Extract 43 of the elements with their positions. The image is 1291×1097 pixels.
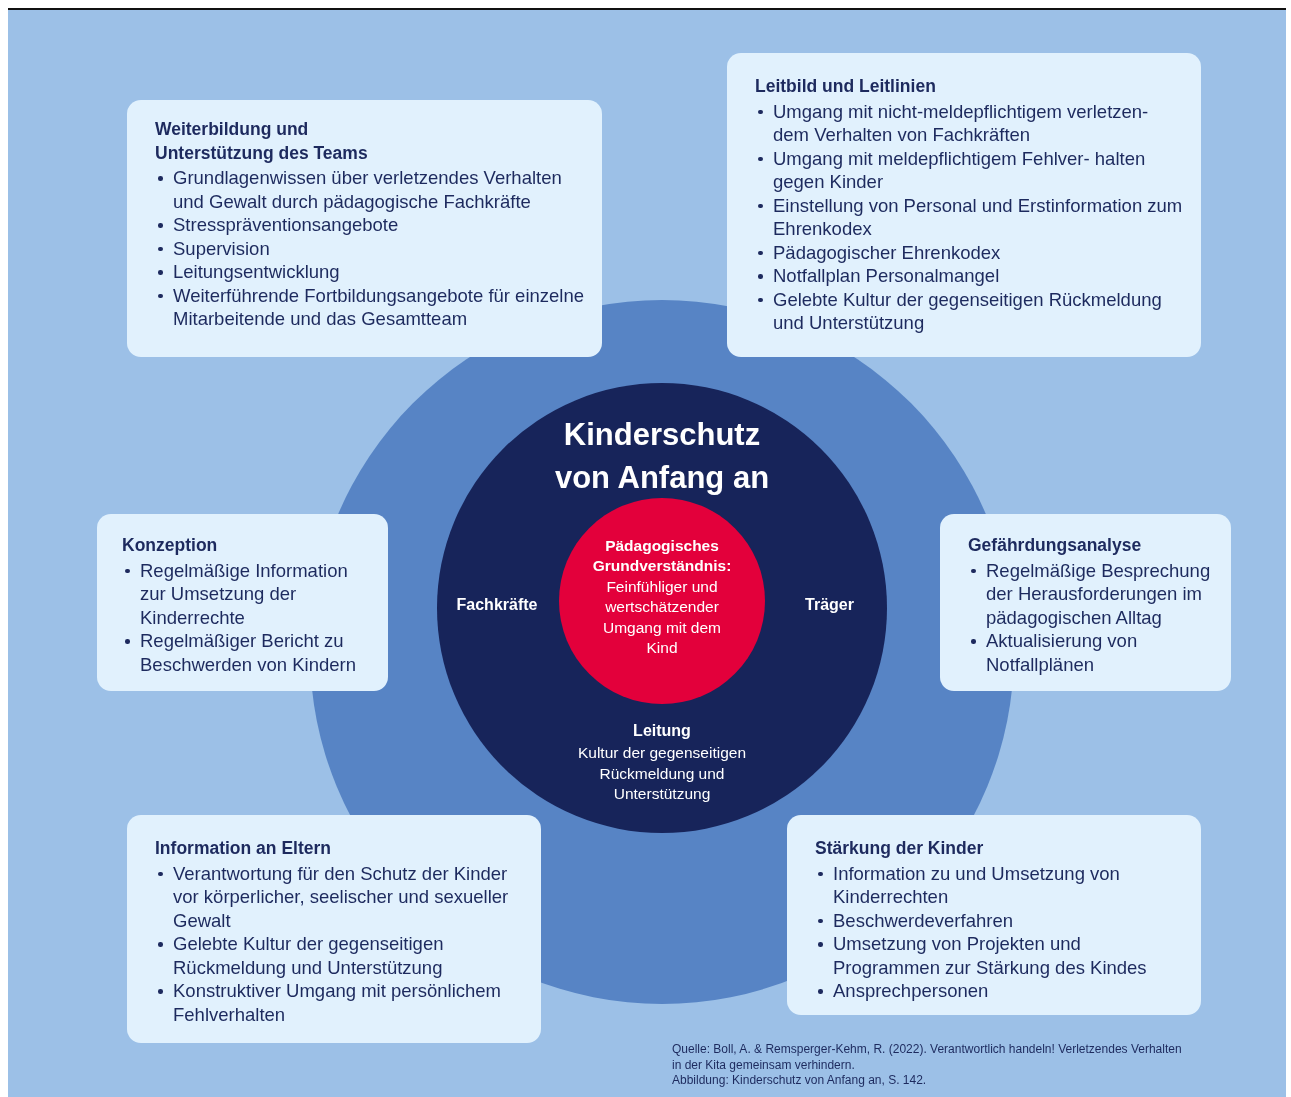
card-heading: Stärkung der Kinder [815, 837, 985, 860]
card-heading: Leitbild und Leitlinien [755, 75, 937, 98]
info-card [787, 815, 1201, 1015]
bullet-text: Grundlagenwissen über verletzendes Verhalten und Gewalt durch pädagogische Fachkräfte [173, 167, 562, 212]
source-note: Abbildung: Kinderschutz von Anfang an, S. 142. [672, 1073, 928, 1089]
bullet-text: Verantwortung für den Schutz der Kinder vor körperlicher, seelischer und sexueller Gewalt [173, 862, 509, 931]
bullet-text: Leitungsentwicklung [173, 261, 340, 282]
card-heading: Weiterbildung und Unterstützung des Teams [155, 118, 369, 165]
info-card [97, 514, 388, 691]
bullet-text: Stresspräventionsangebote [173, 214, 399, 235]
bullet-text: Notfallplan Personalmangel [773, 265, 1000, 286]
card-heading: Information an Eltern [155, 837, 332, 860]
bullet-text: Beschwerdeverfahren [833, 909, 1013, 931]
circle-label: Träger [804, 595, 855, 615]
info-card [940, 514, 1231, 691]
circle-text: Kultur der gegenseitigen Rückmeldung und Unterstützung [576, 743, 747, 804]
bullet-text: Information zu und Umsetzung von Kinderrechten [833, 862, 1120, 907]
info-card [127, 815, 541, 1043]
bullet-text: Gelebte Kultur der gegenseitigen Rückmeldung und Unterstützung [173, 933, 444, 978]
info-card [127, 100, 602, 357]
core-heading: Pädagogisches Grundverständnis: [591, 535, 733, 576]
bullet-text: Umgang mit nicht-meldepflichtigem verletzen- dem Verhalten von Fachkräften [773, 100, 1149, 145]
source-note: Quelle: Boll, A. & Remsperger-Kehm, R. (2022). Verantwortlich handeln! Verletzendes Verhalten in der Kita gemeinsam verhindern. [672, 1042, 1183, 1073]
bullet-text: Konstruktiver Umgang mit persönlichem Fehlverhalten [173, 980, 501, 1025]
bullet-text: Pädagogischer Ehrenkodex [773, 241, 1001, 263]
bullet-text: Regelmäßiger Bericht zu Beschwerden von Kindern [140, 630, 356, 675]
center-title: Kinderschutz von Anfang an [553, 416, 771, 497]
core-text: Feinfühliger und wertschätzender Umgang mit dem Kind [602, 576, 722, 658]
bullet-text: Gelebte Kultur der gegenseitigen Rückmeldung und Unterstützung [773, 288, 1162, 333]
bullet-text: Supervision [173, 237, 270, 259]
bullet-text: Ansprechpersonen [833, 980, 989, 1001]
bullet-text: Regelmäßige Besprechung der Herausforderungen im pädagogischen Alltag [986, 559, 1211, 628]
circle-label: Leitung [632, 721, 692, 741]
bullet-text: Aktualisierung von Notfallplänen [986, 630, 1138, 675]
bullet-text: Einstellung von Personal und Erstinformation zum Ehrenkodex [773, 194, 1183, 239]
bullet-text: Regelmäßige Information zur Umsetzung der Kinderrechte [140, 559, 348, 628]
bullet-text: Umsetzung von Projekten und Programmen zur Stärkung des Kindes [833, 933, 1147, 978]
bullet-text: Weiterführende Fortbildungsangebote für einzelne Mitarbeitende und das Gesamtteam [173, 284, 585, 329]
bullet-text: Umgang mit meldepflichtigem Fehlver- halten gegen Kinder [773, 147, 1146, 192]
card-heading: Gefährdungsanalyse [968, 534, 1143, 557]
card-heading: Konzeption [122, 534, 219, 557]
info-card [727, 53, 1201, 357]
circle-label: Fachkräfte [455, 595, 539, 615]
